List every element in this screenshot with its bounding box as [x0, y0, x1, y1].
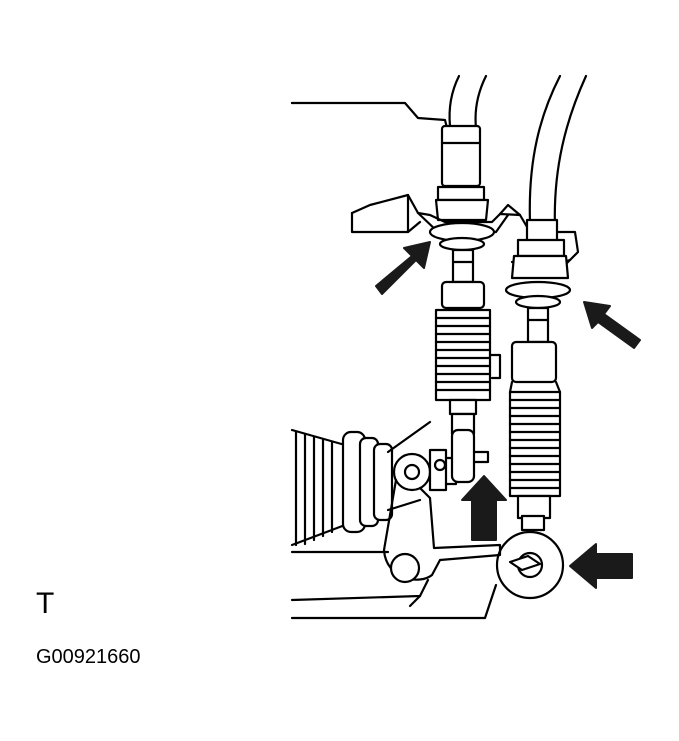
shift-lever	[382, 428, 502, 584]
transmission-housing	[290, 101, 450, 134]
left-cable-clip	[428, 221, 496, 252]
right-cable	[504, 74, 588, 310]
left-cable	[434, 74, 490, 222]
transaxle-boot	[290, 420, 432, 547]
corner-letter: T	[36, 587, 55, 620]
left-cable-boot	[434, 248, 502, 436]
base-plate	[290, 550, 498, 620]
arrow-lever-pin	[461, 475, 507, 541]
figure-code: G00921660	[36, 646, 141, 668]
arrow-right-clip	[583, 301, 641, 349]
right-cable-end-eye	[495, 530, 565, 600]
arrow-left-clip	[375, 241, 431, 295]
right-cable-boot	[508, 306, 562, 532]
arrow-end-eye	[569, 543, 633, 589]
